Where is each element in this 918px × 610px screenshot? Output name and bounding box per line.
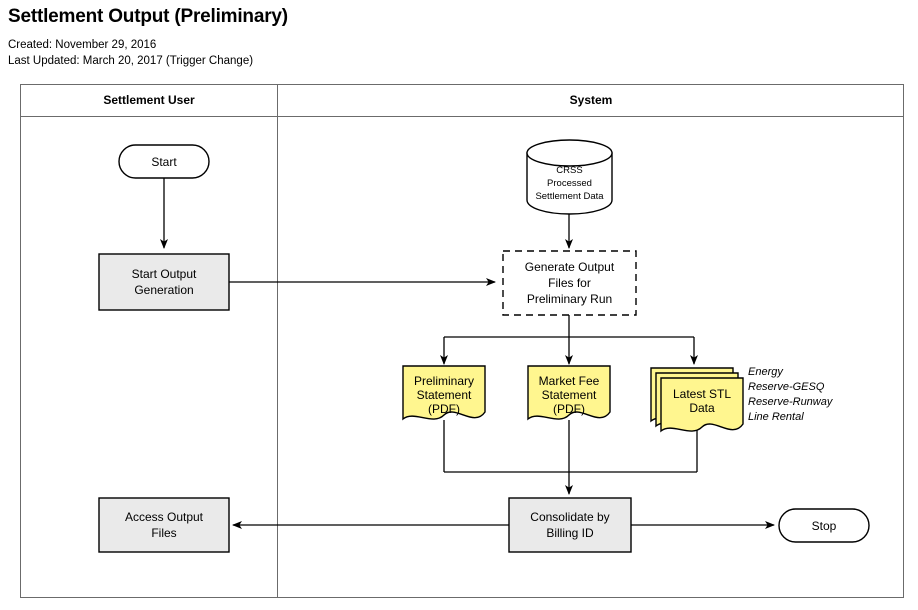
swimlane-label-settlement-user: Settlement User — [103, 93, 195, 107]
swimlane-label-system: System — [569, 93, 613, 107]
created-date: Created: November 29, 2016 — [8, 39, 157, 51]
swimlane-frame: Settlement User System — [20, 84, 904, 598]
swimlane-divider — [277, 85, 278, 597]
last-updated-date: Last Updated: March 20, 2017 (Trigger Ch… — [8, 55, 254, 67]
swimlane-header-row — [21, 85, 903, 117]
page-title: Settlement Output (Preliminary) — [8, 6, 288, 27]
